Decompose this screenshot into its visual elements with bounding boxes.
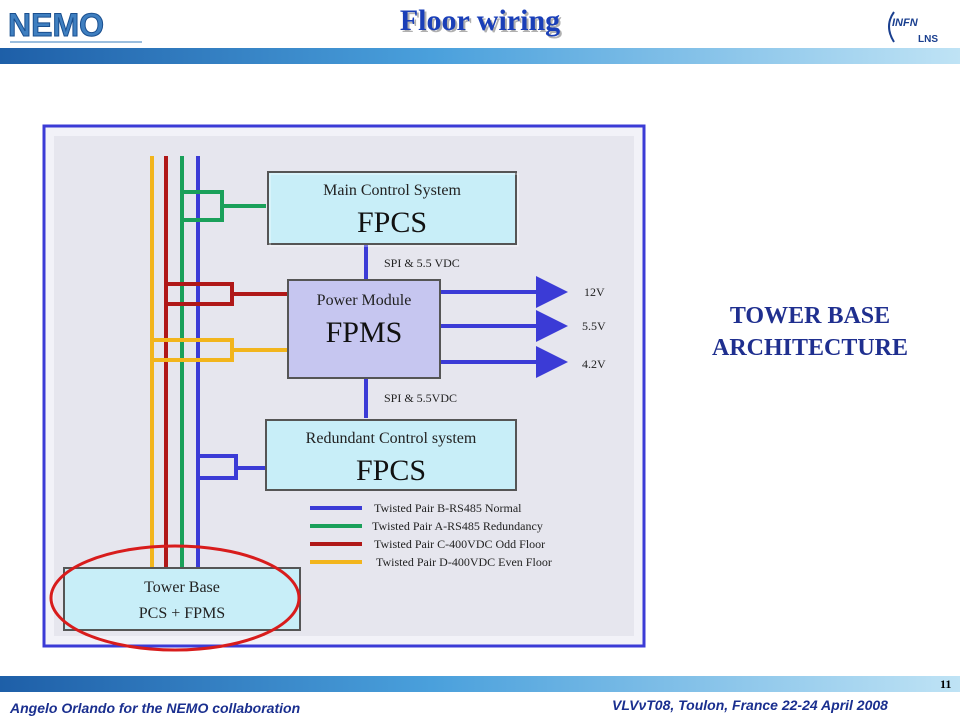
wire-red-to-fpms: [166, 282, 288, 296]
power-module-subtitle: Power Module: [317, 292, 412, 309]
power-module-name: FPMS: [326, 316, 403, 349]
nemo-logo: NEMO: [8, 7, 142, 44]
tower-base-line2: PCS + FPMS: [139, 605, 225, 622]
redundant-control-subtitle: Redundant Control system: [306, 430, 477, 447]
infn-logo-text: INFN: [892, 17, 919, 29]
header-bar: [0, 48, 960, 64]
output-label-5v5: 5.5V: [582, 319, 606, 333]
lns-logo-text: LNS: [918, 34, 938, 45]
main-control-box: [267, 171, 517, 245]
footer-bar: [0, 676, 960, 692]
main-control-subtitle: Main Control System: [323, 182, 461, 199]
spi-label-bottom: SPI & 5.5VDC: [384, 391, 457, 405]
wire-green-to-main-2: [182, 206, 224, 222]
tower-base-line1: Tower Base: [144, 579, 220, 596]
legend-label-red: Twisted Pair C-400VDC Odd Floor: [374, 537, 545, 551]
output-label-4v2: 4.2V: [582, 357, 606, 371]
tower-base-box: [63, 567, 301, 631]
spi-label-top: SPI & 5.5 VDC: [384, 256, 460, 270]
legend-label-blue: Twisted Pair B-RS485 Normal: [374, 501, 522, 515]
wire-blue-to-redundant-2: [198, 468, 238, 480]
wire-yellow-to-fpms-2: [152, 350, 234, 362]
wire-red-to-fpms-2: [166, 294, 234, 306]
tower-base-highlight-ellipse: [49, 544, 301, 652]
nemo-logo-text: NEMO: [8, 7, 104, 43]
wire-green-to-main: [182, 190, 266, 208]
output-label-12v: 12V: [584, 285, 605, 299]
side-title-line1: TOWER BASE: [729, 303, 891, 329]
page-title: Floor wiring: [399, 4, 561, 37]
wire-blue-to-redundant: [198, 454, 266, 470]
page-number: 11: [940, 677, 952, 691]
main-control-name: FPCS: [357, 206, 427, 239]
legend-label-green: Twisted Pair A-RS485 Redundancy: [372, 519, 543, 533]
footer-author: Angelo Orlando for the NEMO collaboratio…: [10, 700, 301, 716]
side-title-line2: ARCHITECTURE: [711, 335, 909, 361]
wire-yellow-to-fpms: [152, 338, 288, 352]
redundant-control-name: FPCS: [356, 454, 426, 487]
footer-conference: VLVνT08, Toulon, France 22-24 April 2008: [612, 697, 888, 713]
legend-label-yellow: Twisted Pair D-400VDC Even Floor: [376, 555, 552, 569]
power-module-box: [287, 279, 441, 379]
redundant-control-box: [265, 419, 517, 491]
side-title: TOWER BASE ARCHITECTURE: [680, 300, 940, 364]
infn-logo: INFN LNS: [888, 11, 938, 45]
